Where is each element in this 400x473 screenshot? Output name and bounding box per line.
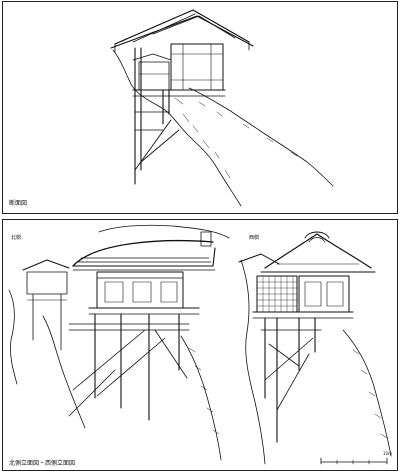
north-elevation-label: 北側 bbox=[11, 235, 22, 241]
elevation-drawing-caption: 北側立面図・西側立面図 bbox=[9, 460, 76, 467]
section-drawing-caption: 断面図 bbox=[9, 200, 28, 207]
section-drawing bbox=[110, 9, 334, 207]
elevation-drawing bbox=[8, 224, 392, 465]
west-elevation-label: 西側 bbox=[249, 235, 260, 241]
elevation-drawing-panel: 北側 西側 10m 北側立面図・西側立面図 bbox=[2, 219, 398, 471]
scale-label: 10m bbox=[383, 451, 392, 456]
section-drawing-panel: 断面図 bbox=[2, 1, 398, 214]
